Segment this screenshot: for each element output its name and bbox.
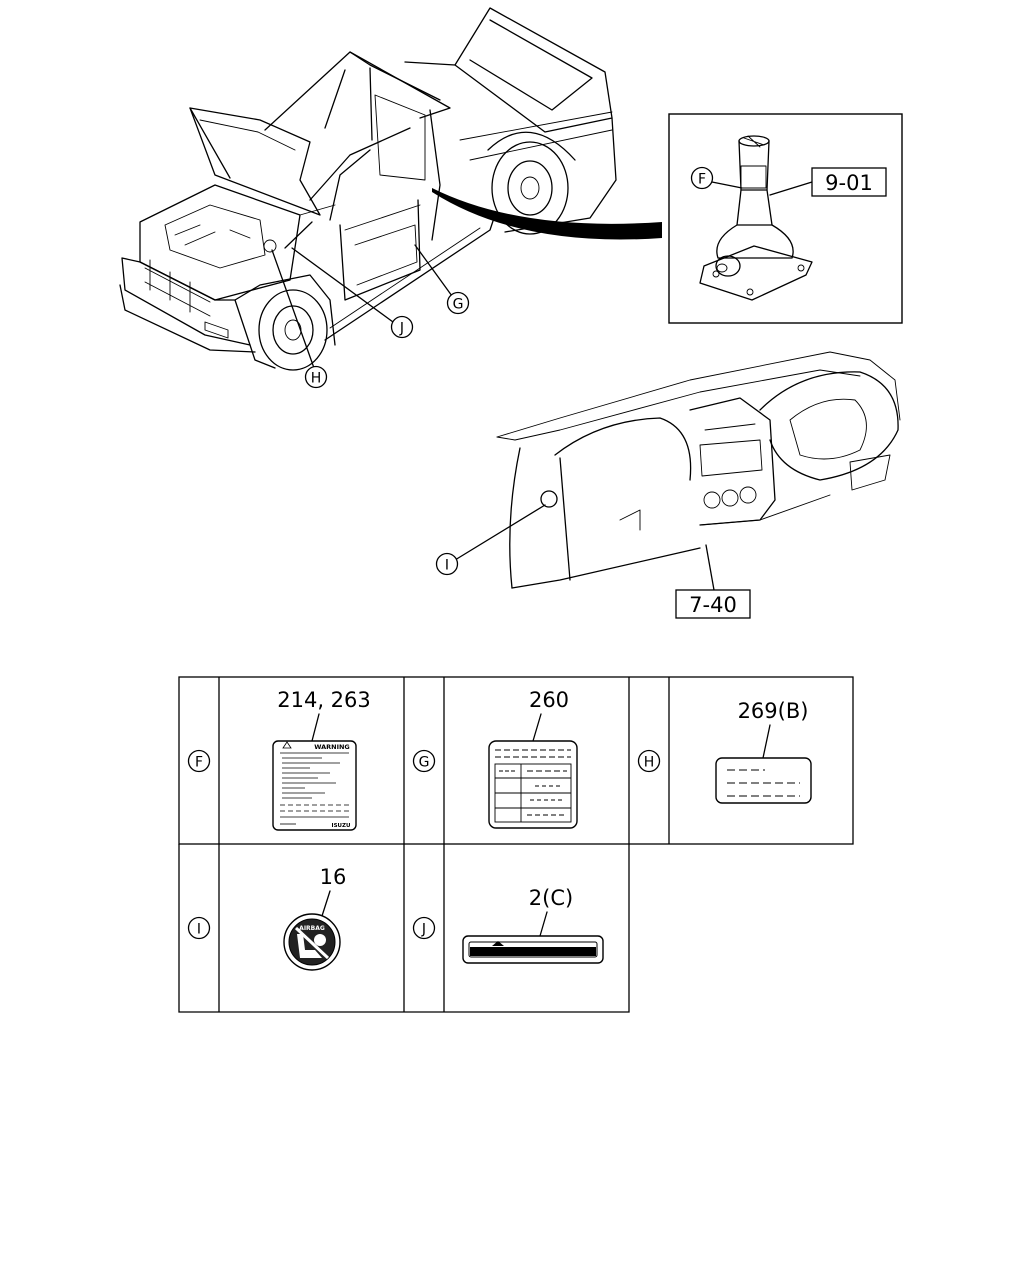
svg-text:ISUZU: ISUZU <box>332 823 351 829</box>
svg-text:F: F <box>195 755 203 771</box>
svg-text:H: H <box>644 755 655 771</box>
svg-text:AIRBAG: AIRBAG <box>299 925 325 932</box>
airbag-warning-label-i: AIRBAG <box>283 913 341 971</box>
table-cell-f: F 214, 263 WARNING ISUZU <box>187 688 371 831</box>
svg-text:I: I <box>445 558 449 574</box>
ref-box-jack: 9-01 <box>811 167 887 197</box>
svg-text:J: J <box>421 922 426 938</box>
table-cell-g: G 260 <box>412 688 578 829</box>
letter-badge-h: H <box>637 749 661 773</box>
svg-text:I: I <box>197 922 201 938</box>
letter-badge-g: G <box>412 749 436 773</box>
jack-inset <box>668 113 903 324</box>
svg-text:G: G <box>453 297 464 313</box>
letter-badge-i: I <box>187 916 211 940</box>
callout-f-jack: F <box>690 166 714 190</box>
info-label-h <box>715 757 812 804</box>
pickup-truck-illustration <box>119 7 617 371</box>
callout-i-top: I <box>435 552 459 576</box>
svg-text:F: F <box>698 172 706 188</box>
truck-leader-lines <box>271 244 453 369</box>
dashboard-illustration <box>496 351 901 589</box>
part-number-g: 260 <box>529 688 569 712</box>
svg-text:J: J <box>399 321 404 337</box>
callout-j-top: J <box>390 315 414 339</box>
ref-box-dashboard: 7-40 <box>675 589 751 619</box>
table-cell-i: I 16 AIRBAG <box>187 865 347 971</box>
table-cell-h: H 269(B) <box>637 699 812 804</box>
letter-badge-j: J <box>412 916 436 940</box>
dashboard-leaders <box>454 504 715 591</box>
callout-g-top: G <box>446 291 470 315</box>
warning-label-f: WARNING ISUZU <box>272 740 357 831</box>
strip-label-j <box>462 935 604 964</box>
svg-text:WARNING: WARNING <box>314 743 350 751</box>
tire-placard-label-g <box>488 740 578 829</box>
part-number-i: 16 <box>320 865 347 889</box>
svg-text:9-01: 9-01 <box>825 171 873 195</box>
jack-location-pointer <box>432 188 662 240</box>
part-number-f: 214, 263 <box>277 688 371 712</box>
callout-h-top: H <box>304 365 328 389</box>
svg-text:G: G <box>419 755 430 771</box>
svg-text:7-40: 7-40 <box>689 593 737 617</box>
part-number-j: 2(C) <box>529 886 573 910</box>
table-cell-j: J 2(C) <box>412 886 604 964</box>
svg-text:H: H <box>311 371 322 387</box>
letter-badge-f: F <box>187 749 211 773</box>
label-table <box>178 676 854 1013</box>
part-number-h: 269(B) <box>738 699 809 723</box>
